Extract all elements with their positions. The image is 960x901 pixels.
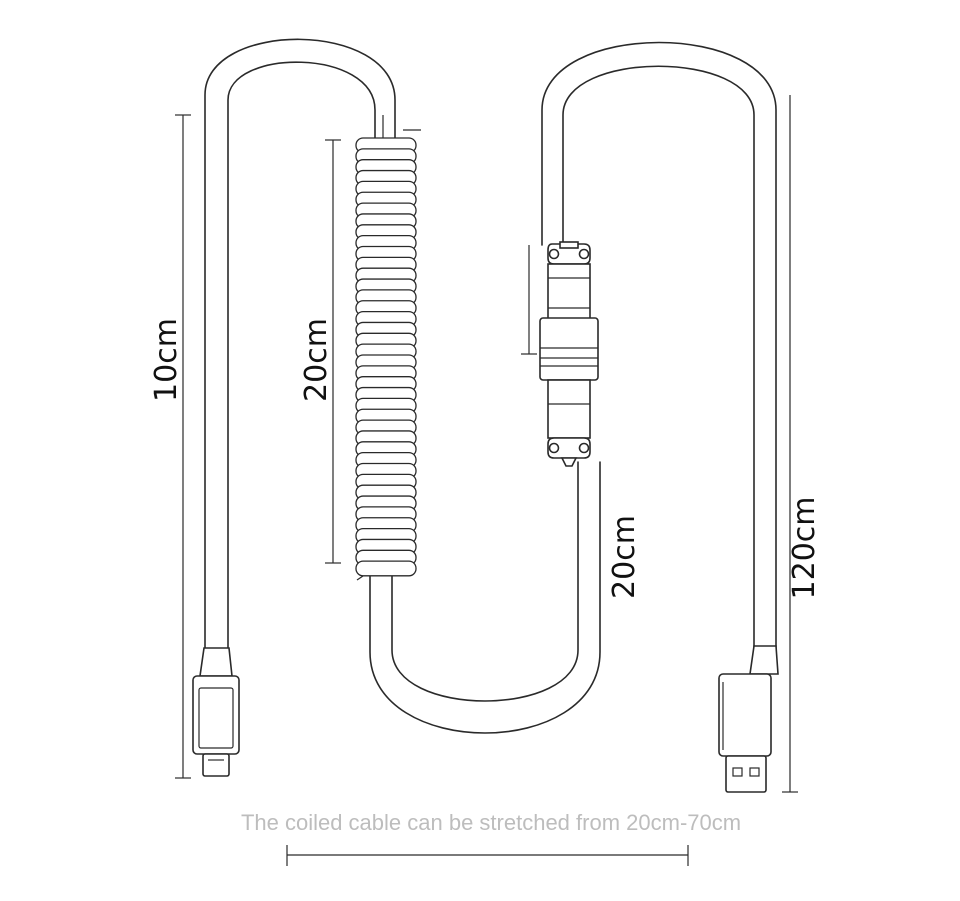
label-coil-length: 20cm: [299, 318, 334, 402]
usb-c-connector: [192, 647, 240, 777]
stretch-caption: The coiled cable can be stretched from 2…: [241, 810, 741, 835]
cable-outline: [204, 38, 777, 734]
label-middle-length: 20cm: [607, 515, 642, 599]
label-total-length: 120cm: [787, 497, 822, 600]
usb-a-connector: [718, 645, 779, 793]
dimension-lines: [175, 95, 798, 866]
label-left-length: 10cm: [149, 318, 184, 402]
aviator-connector: [539, 241, 599, 467]
coiled-cable: [355, 137, 417, 577]
coil-turn: [355, 560, 417, 577]
